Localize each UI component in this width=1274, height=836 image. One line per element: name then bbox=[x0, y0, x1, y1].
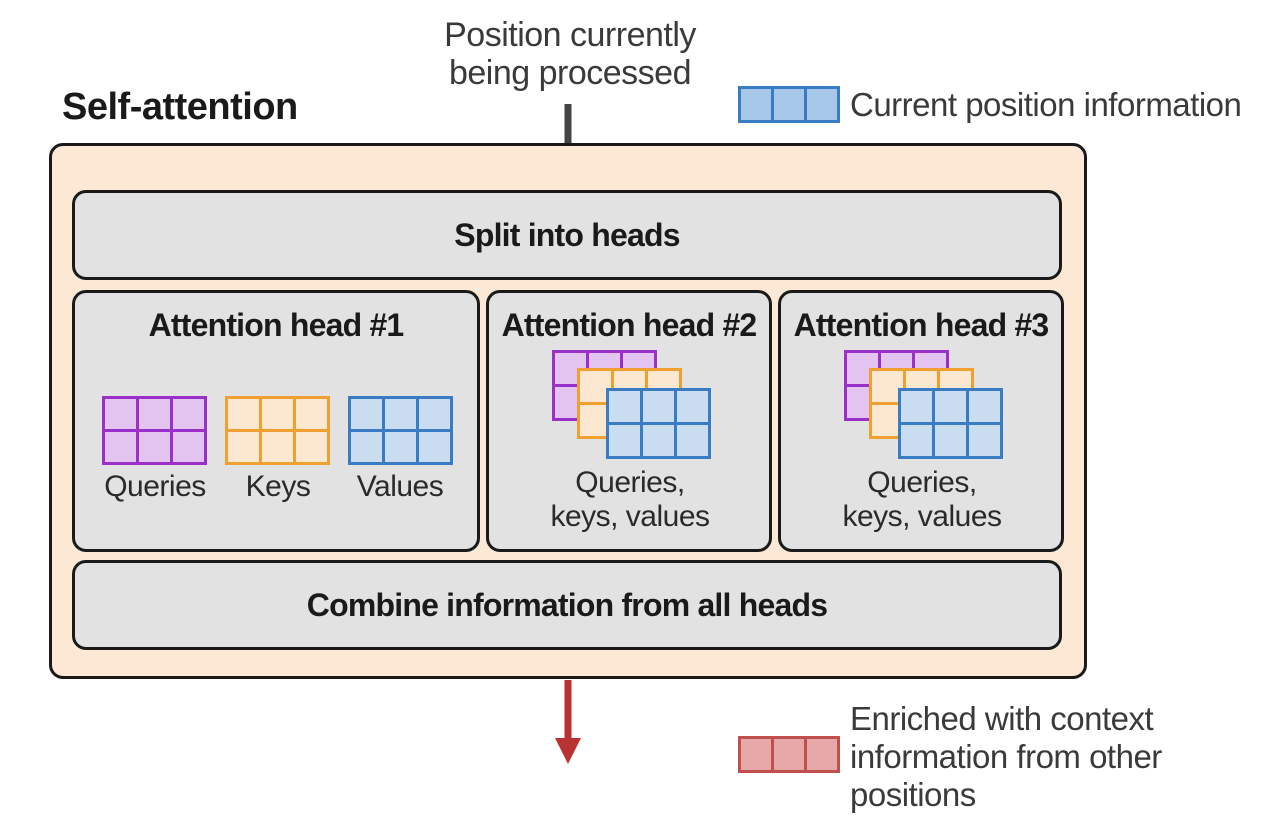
queries-label: Queries bbox=[104, 470, 206, 503]
current-position-legend-icon bbox=[738, 86, 840, 123]
qkv-label-head-3: Queries, keys, values bbox=[842, 466, 1002, 533]
current-position-legend-text: Current position information bbox=[850, 86, 1242, 123]
attention-head-1-label: Attention head #1 bbox=[148, 307, 405, 343]
values-label: Values bbox=[356, 470, 444, 503]
diagram-title: Self-attention bbox=[62, 86, 298, 128]
values-matrix-icon bbox=[348, 396, 453, 465]
attention-head-3-label: Attention head #3 bbox=[793, 307, 1050, 343]
split-heads-label: Split into heads bbox=[454, 217, 680, 253]
enriched-legend-text: Enriched with context information from o… bbox=[850, 700, 1162, 813]
output-arrow bbox=[555, 680, 581, 764]
qkv-stack-icon-head-2 bbox=[552, 350, 711, 459]
keys-matrix-icon bbox=[225, 396, 330, 465]
enriched-legend-icon bbox=[738, 736, 840, 773]
keys-label: Keys bbox=[245, 470, 311, 503]
queries-matrix-icon bbox=[102, 396, 207, 465]
combine-heads-label: Combine information from all heads bbox=[306, 587, 828, 623]
combine-heads-box: Combine information from all heads bbox=[72, 560, 1062, 650]
qkv-stack-icon-head-3 bbox=[844, 350, 1003, 459]
position-label: Position currently being processed bbox=[444, 16, 696, 92]
qkv-label-head-2: Queries, keys, values bbox=[550, 466, 710, 533]
split-heads-box: Split into heads bbox=[72, 190, 1062, 280]
attention-head-2-label: Attention head #2 bbox=[501, 307, 758, 343]
